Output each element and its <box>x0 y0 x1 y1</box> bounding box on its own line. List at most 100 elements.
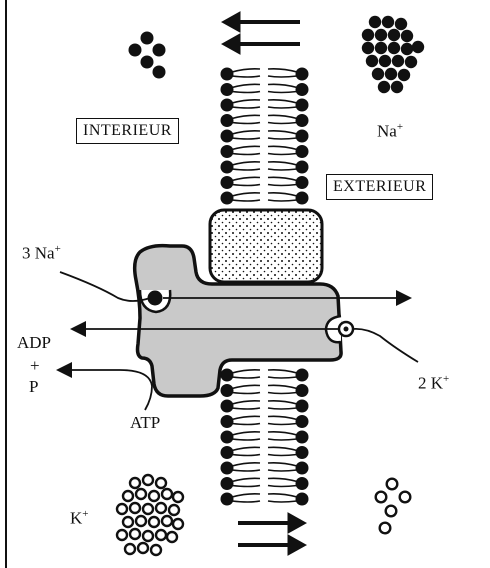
exterior-label: EXTERIEUR <box>326 174 433 200</box>
ion-open <box>173 519 183 529</box>
lipid-tail <box>268 439 297 440</box>
lipid-tail <box>268 393 297 394</box>
lipid-head <box>221 462 234 475</box>
phospholipid-pair <box>221 99 309 112</box>
phospholipid-pair <box>221 114 309 127</box>
ion-open <box>138 543 148 553</box>
lipid-head <box>296 446 309 459</box>
ion-solid <box>398 69 410 81</box>
lipid-head <box>296 431 309 444</box>
lipid-tail <box>232 432 260 435</box>
lipid-head <box>221 68 234 81</box>
na-ion-label: Na+ <box>377 118 403 141</box>
ion-open <box>143 504 153 514</box>
adp-label: ADP <box>17 334 51 352</box>
ion-open <box>130 503 140 513</box>
phospholipid-pair <box>221 192 309 205</box>
lipid-tail <box>268 100 297 103</box>
lipid-head <box>296 83 309 96</box>
ion-solid <box>129 44 142 57</box>
phospholipid-pair <box>221 400 309 413</box>
ion-open <box>387 479 398 490</box>
lipid-tail <box>268 470 297 471</box>
ion-open <box>123 517 133 527</box>
lipid-tail <box>268 138 297 139</box>
lipid-head <box>296 369 309 382</box>
phospholipid-pair <box>221 477 309 490</box>
ion-solid <box>378 81 390 93</box>
lipid-tail <box>232 478 260 481</box>
lipid-tail <box>232 154 260 155</box>
ion-open <box>143 475 153 485</box>
ion-solid <box>401 43 413 55</box>
lipid-head <box>221 446 234 459</box>
phospholipid-pair <box>221 431 309 444</box>
lipid-head <box>296 68 309 81</box>
lipid-tail <box>268 463 297 466</box>
na-ions-cluster <box>362 16 424 93</box>
phospholipid-pair <box>221 384 309 397</box>
lipid-head <box>296 400 309 413</box>
ion-solid <box>362 42 374 54</box>
ion-open <box>125 544 135 554</box>
lipid-tail <box>232 138 260 139</box>
phospholipid-pair <box>221 462 309 475</box>
three-na-label-charge: + <box>55 243 61 255</box>
lipid-head <box>221 99 234 112</box>
ion-solid <box>392 55 404 67</box>
lipid-tail <box>268 169 297 170</box>
ion-open <box>149 517 159 527</box>
ion-open <box>156 530 166 540</box>
ion-open <box>143 531 153 541</box>
lipid-tail <box>268 92 297 93</box>
lipid-head <box>296 130 309 143</box>
ion-open <box>376 492 387 503</box>
ion-solid <box>379 55 391 67</box>
lipid-bilayer-top <box>221 68 309 205</box>
lipid-head <box>221 130 234 143</box>
lipid-tail <box>232 424 260 425</box>
phospholipid-pair <box>221 83 309 96</box>
lipid-tail <box>232 123 260 124</box>
ion-open <box>400 492 411 503</box>
lipid-head <box>296 192 309 205</box>
two-k-label-charge: + <box>443 373 449 385</box>
lipid-head <box>221 384 234 397</box>
na-ion-label-charge: + <box>397 121 403 133</box>
lipid-head <box>221 161 234 174</box>
lipid-tail <box>268 432 297 435</box>
two-k-label-text: 2 K <box>418 374 443 393</box>
lipid-tail <box>268 123 297 124</box>
ion-solid <box>141 32 154 45</box>
lipid-head <box>296 462 309 475</box>
lipid-tail <box>268 494 297 497</box>
ion-solid <box>382 16 394 28</box>
lipid-tail <box>232 408 260 409</box>
k-ion-label-text: K <box>70 509 82 528</box>
solid-dots-cluster-top-left <box>129 32 166 79</box>
ion-solid <box>141 56 154 69</box>
lipid-tail <box>232 84 260 87</box>
lipid-tail <box>232 100 260 103</box>
lipid-head <box>296 493 309 506</box>
lipid-head <box>221 176 234 189</box>
lipid-tail <box>232 455 260 456</box>
ion-open <box>156 503 166 513</box>
phospholipid-pair <box>221 145 309 158</box>
lipid-tail <box>268 408 297 409</box>
dotted-subunit <box>210 210 322 282</box>
lipid-tail <box>232 92 260 93</box>
lipid-tail <box>268 416 297 419</box>
ion-solid <box>391 81 403 93</box>
lipid-tail <box>232 115 260 118</box>
lipid-tail <box>268 447 297 450</box>
ion-solid <box>385 68 397 80</box>
lipid-tail <box>232 76 260 77</box>
lipid-tail <box>268 370 297 373</box>
lipid-tail <box>268 162 297 165</box>
ion-open <box>136 516 146 526</box>
lipid-tail <box>268 193 297 196</box>
ion-open <box>162 516 172 526</box>
lipid-tail <box>232 107 260 108</box>
lipid-head <box>221 145 234 158</box>
